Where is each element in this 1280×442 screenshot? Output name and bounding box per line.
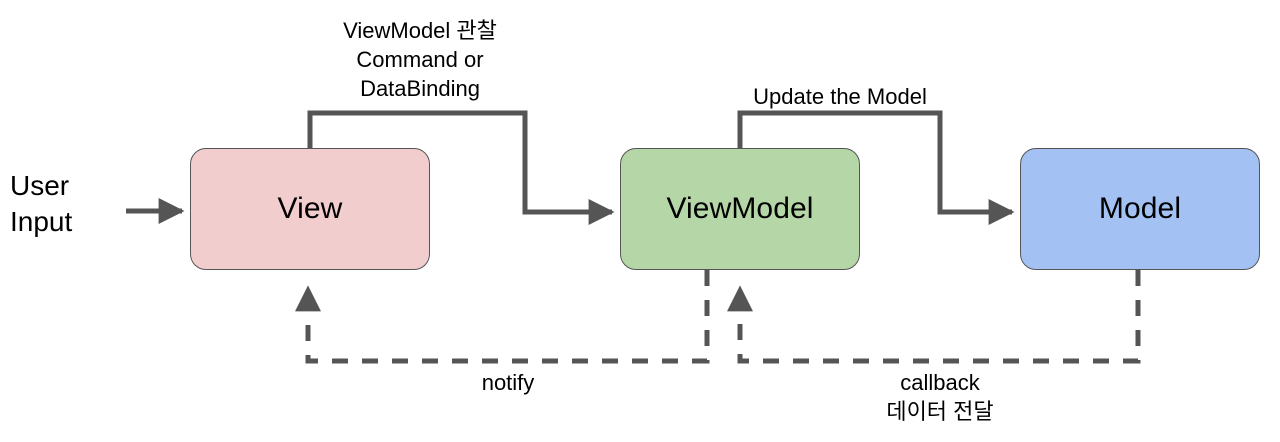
- notify-label: notify: [481, 370, 535, 395]
- callback-label: callback 데이터 전달: [886, 370, 994, 424]
- node-view-label: View: [277, 192, 343, 225]
- node-view[interactable]: View: [190, 148, 430, 270]
- edge-model-to-viewmodel-callback: [727, 270, 1141, 364]
- node-model[interactable]: Model: [1020, 148, 1260, 270]
- edge-view-to-viewmodel: [307, 110, 615, 225]
- edge-viewmodel-to-view-notify: [295, 270, 710, 364]
- node-viewmodel[interactable]: ViewModel: [620, 148, 860, 270]
- node-model-label: Model: [1098, 192, 1182, 225]
- user-input-label: User Input: [10, 170, 73, 237]
- node-viewmodel-label: ViewModel: [666, 192, 814, 225]
- view-to-viewmodel-label: ViewModel 관찰 Command or DataBinding: [343, 18, 497, 101]
- edge-viewmodel-to-model: [737, 110, 1015, 225]
- viewmodel-to-model-label: Update the Model: [753, 84, 927, 109]
